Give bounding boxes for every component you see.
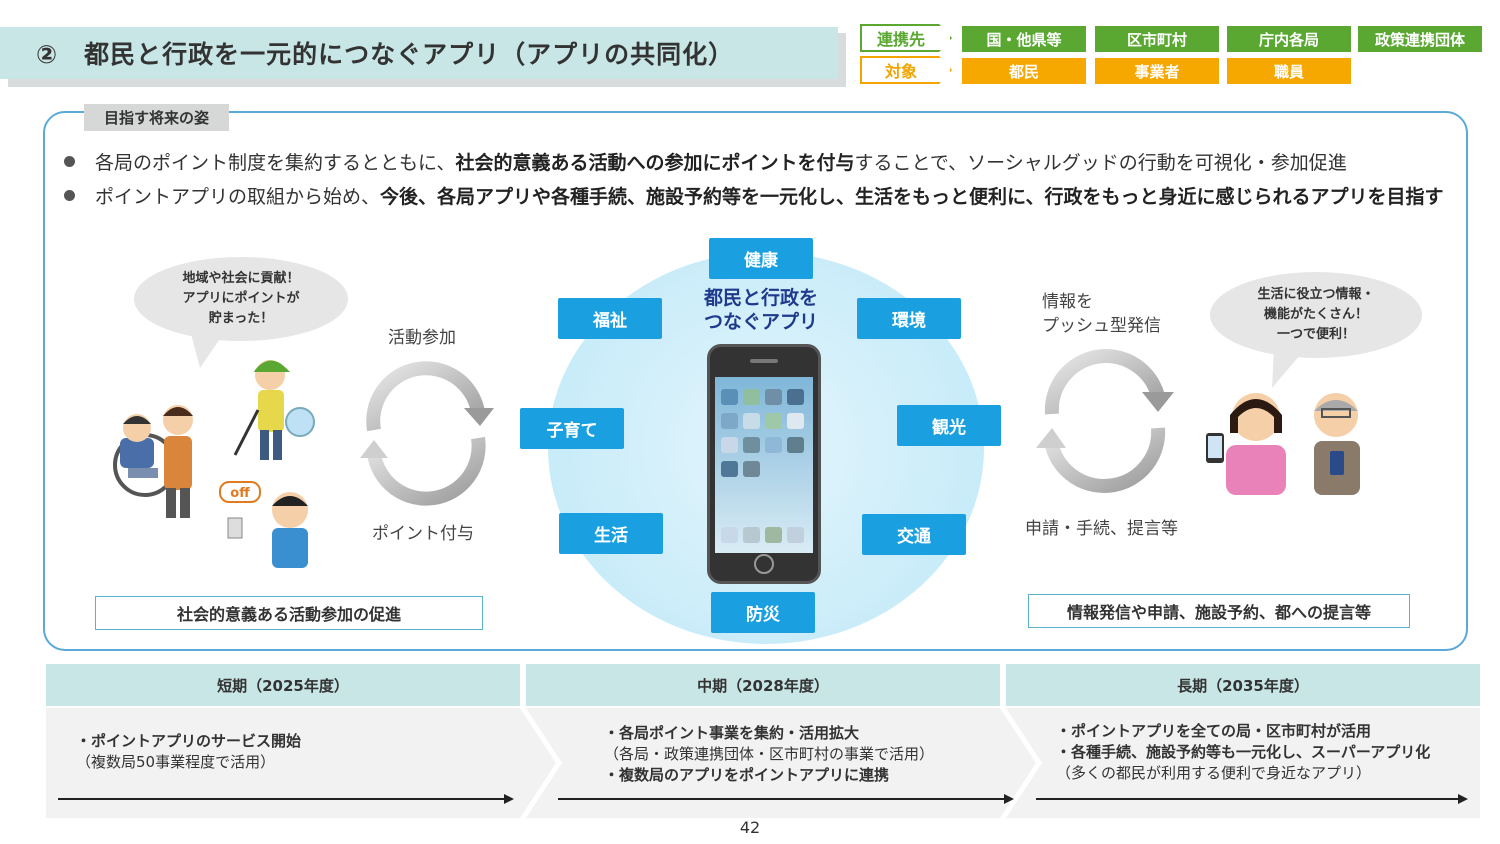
title-bar: ② 都民と行政を一元的につなぐアプリ（アプリの共同化） [0,27,838,79]
timeline-arrow-mid [558,798,1004,800]
category-environment: 環境 [857,298,961,339]
category-living: 生活 [559,513,663,554]
right-bubble-tail [1272,348,1306,388]
apply-label: 申請・手続、提言等 [1025,519,1178,539]
left-cycle-arrows-icon [360,361,494,506]
target-label: 対象 [860,56,952,84]
phone-home-button [754,554,774,574]
partner-label: 連携先 [860,24,952,52]
arrow-right-icon [504,794,514,804]
right-cycle-arrows-icon [1036,349,1174,493]
vision-bullet-1: 各局のポイント制度を集約するとともに、社会的意義ある活動への参加にポイントを付与… [64,148,1347,175]
vision-bullet-2: ポイントアプリの取組から始め、今後、各局アプリや各種手続、施設予約等を一元化し、… [64,182,1443,209]
push-info-label: 情報を プッシュ型発信 [1042,292,1161,336]
volunteers-illustration: off [113,360,315,568]
phase-short-text: ・ポイントアプリのサービス開始 （複数局50事業程度で活用） [76,732,302,771]
partner-tag-policy-orgs: 政策連携団体 [1358,26,1482,52]
page-title: ② 都民と行政を一元的につなぐアプリ（アプリの共同化） [36,40,735,69]
bullet-dot-icon [64,190,75,201]
left-speech-bubble: 地域や社会に貢献！ アプリにポイントが 貯まった！ [134,257,348,341]
category-welfare: 福祉 [558,298,662,339]
target-tag-staff: 職員 [1227,58,1351,84]
phone-speaker [750,359,778,363]
smartphone-icon [707,344,821,584]
category-tourism: 観光 [897,405,1001,446]
arrow-right-icon [1458,794,1468,804]
partner-tag-national: 国・他県等 [962,26,1086,52]
phase-short-header: 短期（2025年度） [46,664,520,706]
phone-screen [715,377,813,553]
page-number: 42 [739,818,761,837]
left-bubble-tail [190,330,226,368]
timeline-arrow-long [1036,798,1458,800]
phase-long-text: ・ポイントアプリを全ての局・区市町村が活用 ・各種手続、施設予約等も一元化し、ス… [1056,722,1431,782]
category-disaster: 防災 [711,592,815,633]
citizens-with-phones-illustration [1206,393,1360,495]
partner-tag-bureaus: 庁内各局 [1227,26,1351,52]
timeline-arrow-short [58,798,504,800]
center-title: 都民と行政を つなぐアプリ [703,287,818,333]
off-sign-text: off [230,486,250,501]
arrow-right-icon [1004,794,1014,804]
phase-mid-text: ・各局ポイント事業を集約・活用拡大 （各局・政策連携団体・区市町村の事業で活用）… [604,724,935,784]
phase-mid-header: 中期（2028年度） [526,664,1000,706]
category-childcare: 子育て [520,408,624,449]
target-tag-businesses: 事業者 [1095,58,1219,84]
cycle-top-label: 活動参加 [388,328,456,348]
right-caption: 情報発信や申請、施設予約、都への提言等 [1028,594,1410,628]
category-health: 健康 [709,238,813,279]
phase-long-header: 長期（2035年度） [1006,664,1480,706]
category-traffic: 交通 [862,514,966,555]
right-speech-bubble: 生活に役立つ情報・ 機能がたくさん！ 一つで便利！ [1210,272,1422,358]
vision-label: 目指す将来の姿 [84,104,229,131]
cycle-bottom-label: ポイント付与 [372,524,474,544]
bullet-dot-icon [64,156,75,167]
partner-tag-municipal: 区市町村 [1095,26,1219,52]
target-tag-citizens: 都民 [962,58,1086,84]
vision-frame [43,111,1468,651]
left-caption: 社会的意義ある活動参加の促進 [95,596,483,630]
